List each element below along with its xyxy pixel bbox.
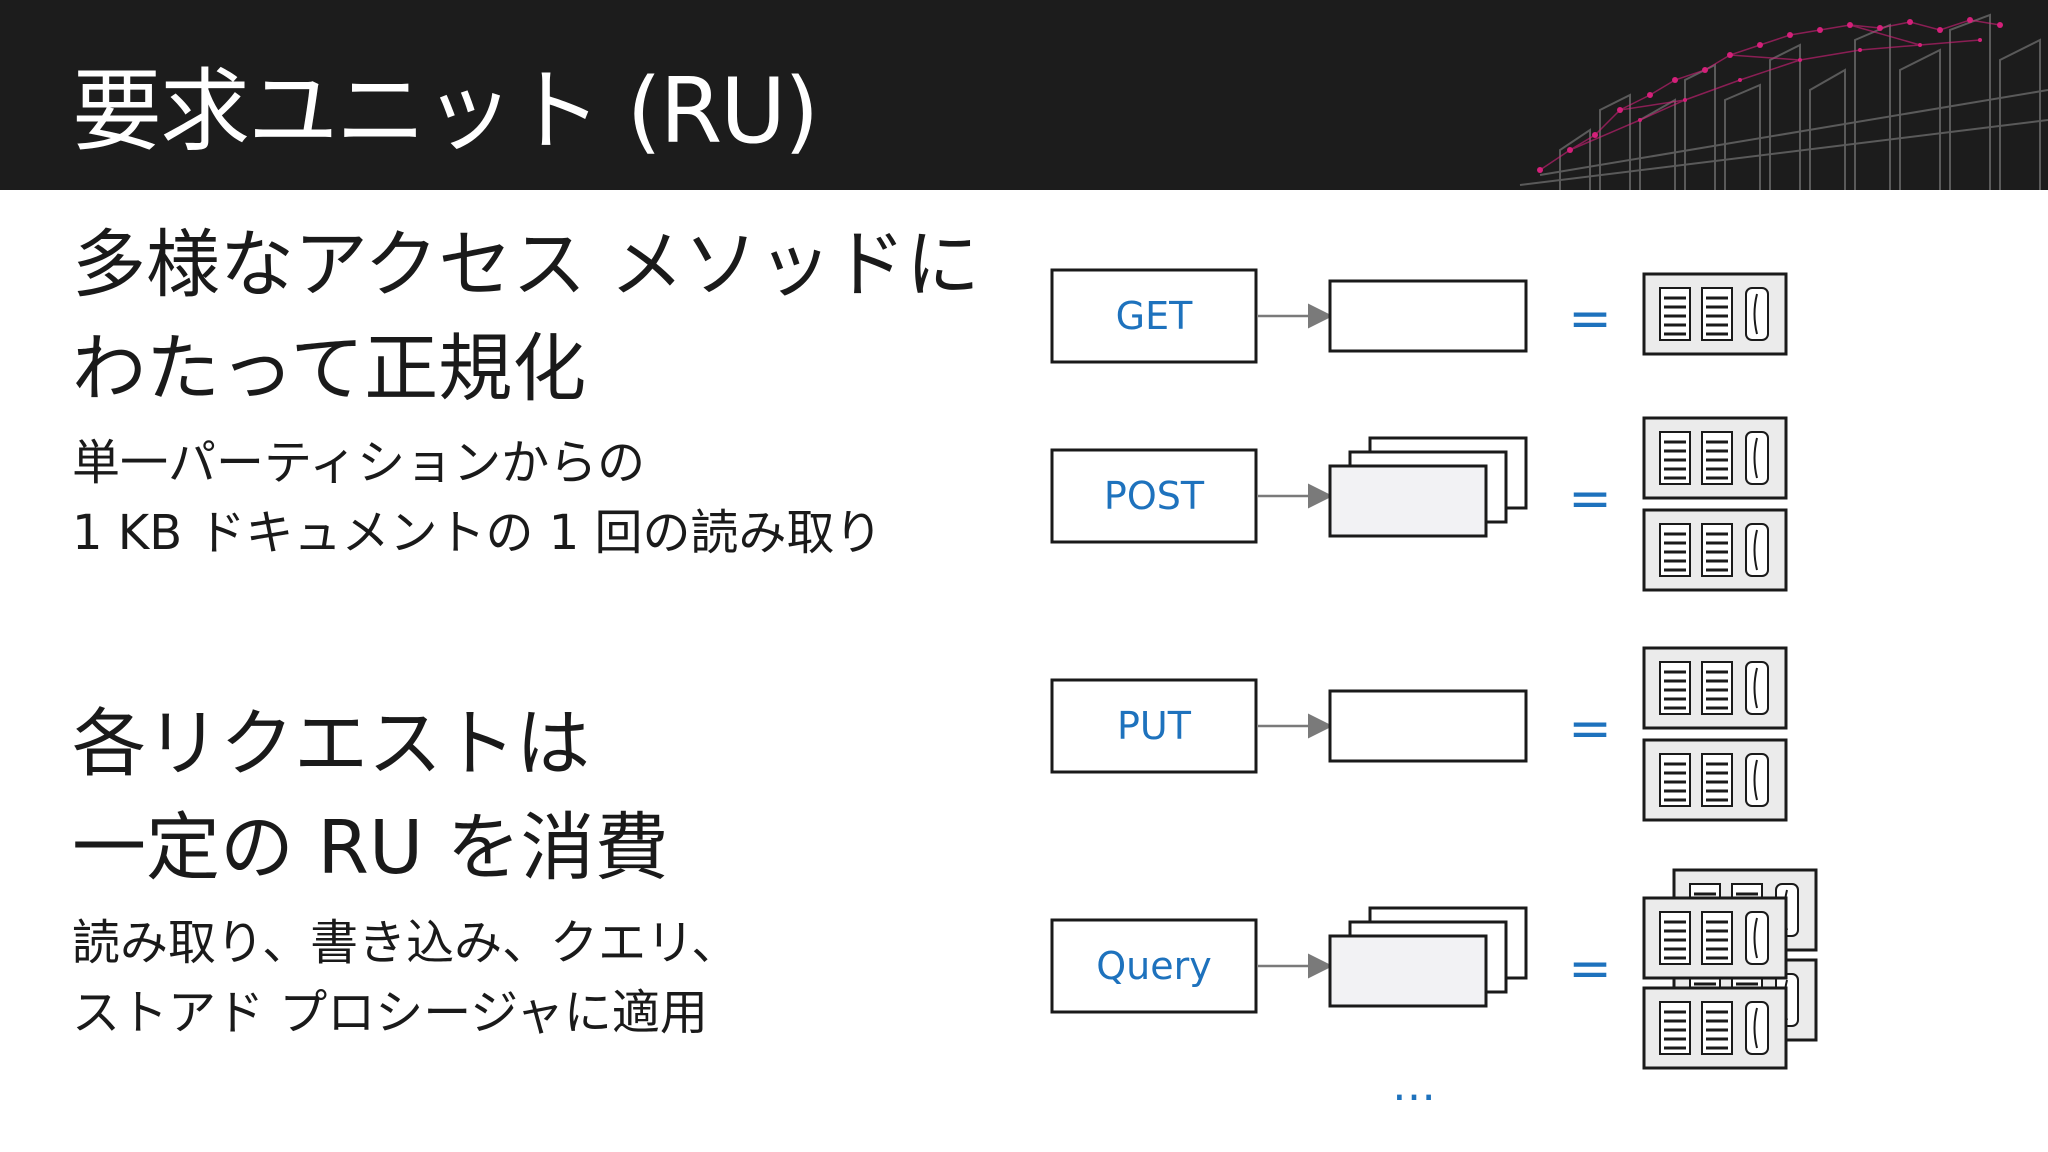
document-icon	[1328, 279, 1528, 353]
equals-sign: =	[1568, 699, 1612, 759]
diagram-row-query: Query =	[1050, 868, 1818, 1070]
method-label: Query	[1096, 944, 1211, 988]
ru-diagram: GET = POST = PUT = Query = …	[1050, 268, 1818, 1111]
slide-title: 要求ユニット (RU)	[72, 59, 819, 164]
ru-unit-icon	[1642, 508, 1788, 592]
document-icon	[1328, 689, 1528, 763]
section1-heading: 多様なアクセス メソッドに わたって正規化	[72, 213, 980, 421]
method-box	[1050, 678, 1258, 774]
section2-heading-line2: 一定の RU を消費	[72, 805, 669, 891]
method-box	[1050, 268, 1258, 364]
section1-sub-line1: 単一パーティションからの	[72, 435, 646, 491]
section1-heading-line2: わたって正規化	[72, 326, 587, 412]
section2-description: 読み取り、書き込み、クエリ、 ストアド プロシージャに適用	[72, 908, 739, 1048]
ru-unit-icon	[1642, 416, 1788, 500]
diagram-row-post: POST =	[1050, 416, 1788, 592]
more-ellipsis: …	[1392, 1060, 1436, 1111]
diagram-row-put: PUT =	[1050, 646, 1788, 822]
section2-heading-line1: 各リクエストは	[72, 701, 590, 787]
section1-description: 単一パーティションからの 1 KB ドキュメントの 1 回の読み取り	[72, 428, 883, 568]
document-stack-icon	[1328, 934, 1488, 1008]
method-label: GET	[1116, 294, 1193, 338]
ru-unit-icon	[1642, 272, 1788, 356]
method-label: POST	[1104, 474, 1205, 518]
section2-sub-line2: ストアド プロシージャに適用	[72, 985, 708, 1041]
section1-sub-line2: 1 KB ドキュメントの 1 回の読み取り	[72, 505, 883, 561]
ru-unit-icon	[1642, 646, 1788, 730]
diagram-row-get: GET =	[1050, 268, 1788, 364]
document-stack-icon	[1328, 464, 1488, 538]
section2-heading: 各リクエストは 一定の RU を消費	[72, 692, 669, 900]
ru-unit-icon	[1642, 986, 1788, 1070]
equals-sign: =	[1568, 939, 1612, 999]
equals-sign: =	[1568, 289, 1612, 349]
section1-heading-line1: 多様なアクセス メソッドに	[72, 222, 980, 308]
method-label: PUT	[1117, 704, 1192, 748]
network-city-graphic	[1519, 13, 2048, 190]
method-box	[1050, 918, 1258, 1014]
equals-sign: =	[1568, 469, 1612, 529]
ru-unit-icon	[1642, 738, 1788, 822]
title-bar: 要求ユニット (RU)	[0, 0, 2048, 190]
method-box	[1050, 448, 1258, 544]
ru-unit-icon	[1642, 896, 1788, 980]
section2-sub-line1: 読み取り、書き込み、クエリ、	[72, 915, 740, 971]
